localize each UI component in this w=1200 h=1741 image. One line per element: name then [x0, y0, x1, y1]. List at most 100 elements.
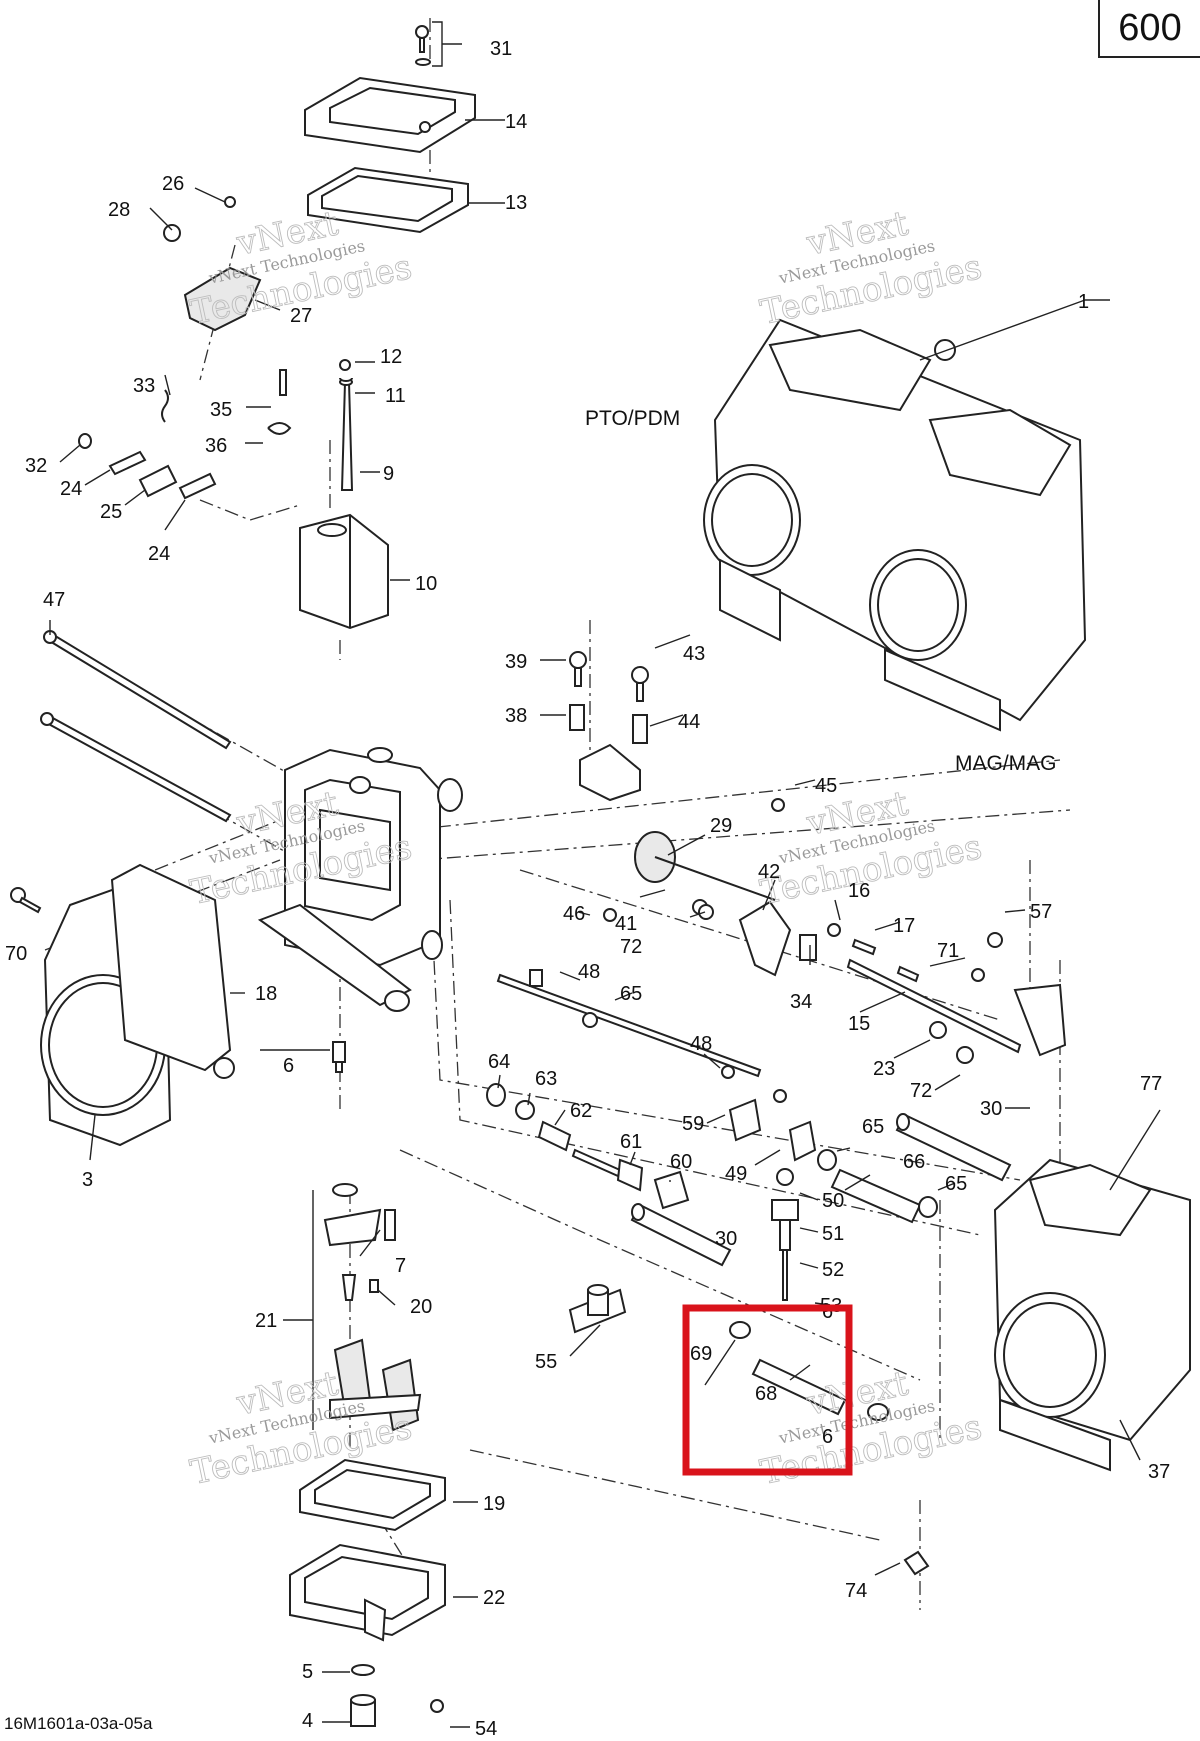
- carburetor-body: [257, 747, 463, 1012]
- callout: 30: [980, 1098, 1002, 1120]
- callout: 62: [570, 1100, 592, 1122]
- screw-70: [10, 887, 42, 914]
- callout: 18: [255, 983, 277, 1005]
- callout: 30: [715, 1228, 737, 1250]
- linkage-parts-24-25-32-33-35-36: [78, 369, 292, 500]
- callout: 74: [845, 1580, 867, 1602]
- callout: 20: [410, 1296, 432, 1318]
- callout: 10: [415, 573, 437, 595]
- callout: 33: [133, 375, 155, 397]
- callout: 63: [535, 1068, 557, 1090]
- needle-9: [339, 359, 354, 491]
- callout: 13: [505, 192, 527, 214]
- callout: 19: [483, 1493, 505, 1515]
- callout: 65: [945, 1173, 967, 1195]
- callout: 9: [383, 463, 394, 485]
- choke-shaft-65: [496, 969, 762, 1078]
- callout: 70: [5, 943, 27, 965]
- page-number: 600: [1098, 0, 1200, 58]
- drain-plug-4-5-54: [350, 1664, 444, 1727]
- callout: 6: [283, 1055, 294, 1077]
- gasket-13: [307, 166, 469, 234]
- cover-14: [304, 76, 476, 154]
- leader-lines: [49, 21, 1161, 1728]
- shaft-30-lower: [630, 1203, 732, 1267]
- callout: 14: [505, 111, 527, 133]
- callout: 31: [490, 38, 512, 60]
- callout: 29: [710, 815, 732, 837]
- callout: 36: [205, 435, 227, 457]
- callout: 61: [620, 1131, 642, 1153]
- callout: 65: [620, 983, 642, 1005]
- gasket-18: [110, 863, 235, 1079]
- callout: 48: [690, 1033, 712, 1055]
- callout: 24: [60, 478, 82, 500]
- callout: 6: [822, 1426, 833, 1448]
- callout: 12: [380, 346, 402, 368]
- callout: 47: [43, 589, 65, 611]
- valve-50-51-52-53: [771, 1168, 799, 1301]
- callout: 3: [82, 1169, 93, 1191]
- callout: 41: [615, 913, 637, 935]
- callout: 48: [578, 961, 600, 983]
- callout: 11: [385, 385, 406, 407]
- slide-10: [299, 513, 389, 630]
- callout: 59: [682, 1113, 704, 1135]
- callout: 50: [822, 1190, 844, 1212]
- highlight-box: [682, 1304, 853, 1476]
- callout: 5: [302, 1661, 313, 1683]
- callout: 77: [1140, 1073, 1162, 1095]
- callout: 15: [848, 1013, 870, 1035]
- label-mag-mag: MAG/MAG: [955, 752, 1057, 775]
- callout: 1: [1078, 291, 1089, 313]
- screws-39-43-45-46: [569, 651, 785, 922]
- bolts-47: [40, 630, 232, 823]
- callout: 71: [937, 940, 959, 962]
- carburetor-assembly-1: [703, 318, 1087, 732]
- callout: 65: [862, 1116, 884, 1138]
- idle-screw-60-61-62-63-64: [486, 1083, 690, 1210]
- callout: 6: [822, 1301, 833, 1323]
- callout: 44: [678, 711, 700, 733]
- callout: 66: [903, 1151, 925, 1173]
- callout: 52: [822, 1259, 844, 1281]
- float-bowl-gasket-19: [299, 1458, 446, 1532]
- hose-68-clamps-69: [729, 1321, 889, 1421]
- callout: 22: [483, 1587, 505, 1609]
- tee-fitting-55: [568, 1284, 627, 1334]
- callout: 60: [670, 1151, 692, 1173]
- callout: 34: [790, 991, 812, 1013]
- callout: 49: [725, 1163, 747, 1185]
- callout: 51: [822, 1223, 844, 1245]
- callout: 7: [395, 1255, 406, 1277]
- washers-23-72: [698, 904, 974, 1064]
- callout: 69: [690, 1343, 712, 1365]
- callout: 21: [255, 1310, 277, 1332]
- label-pto-pdm: PTO/PDM: [585, 407, 680, 430]
- linkage-48-49-59: [721, 1065, 817, 1162]
- callout: 27: [290, 305, 312, 327]
- callout: 24: [148, 543, 170, 565]
- callout: 28: [108, 199, 130, 221]
- callout: 72: [910, 1080, 932, 1102]
- callout: 64: [488, 1051, 510, 1073]
- callout: 23: [873, 1058, 895, 1080]
- callout: 43: [683, 643, 705, 665]
- callout: 26: [162, 173, 184, 195]
- callout: 55: [535, 1351, 557, 1373]
- screw-31: [415, 25, 431, 66]
- callout: 25: [100, 501, 122, 523]
- callout: 17: [893, 915, 915, 937]
- callout: 37: [1148, 1461, 1170, 1483]
- callout: 72: [620, 936, 642, 958]
- callout: 46: [563, 903, 585, 925]
- springs-38-44-34: [569, 704, 817, 961]
- callout: 16: [848, 880, 870, 902]
- float-parts-21: [323, 1183, 422, 1432]
- callout: 38: [505, 705, 527, 727]
- callout: 68: [755, 1383, 777, 1405]
- callout: 54: [475, 1718, 497, 1740]
- callout: 4: [302, 1710, 313, 1732]
